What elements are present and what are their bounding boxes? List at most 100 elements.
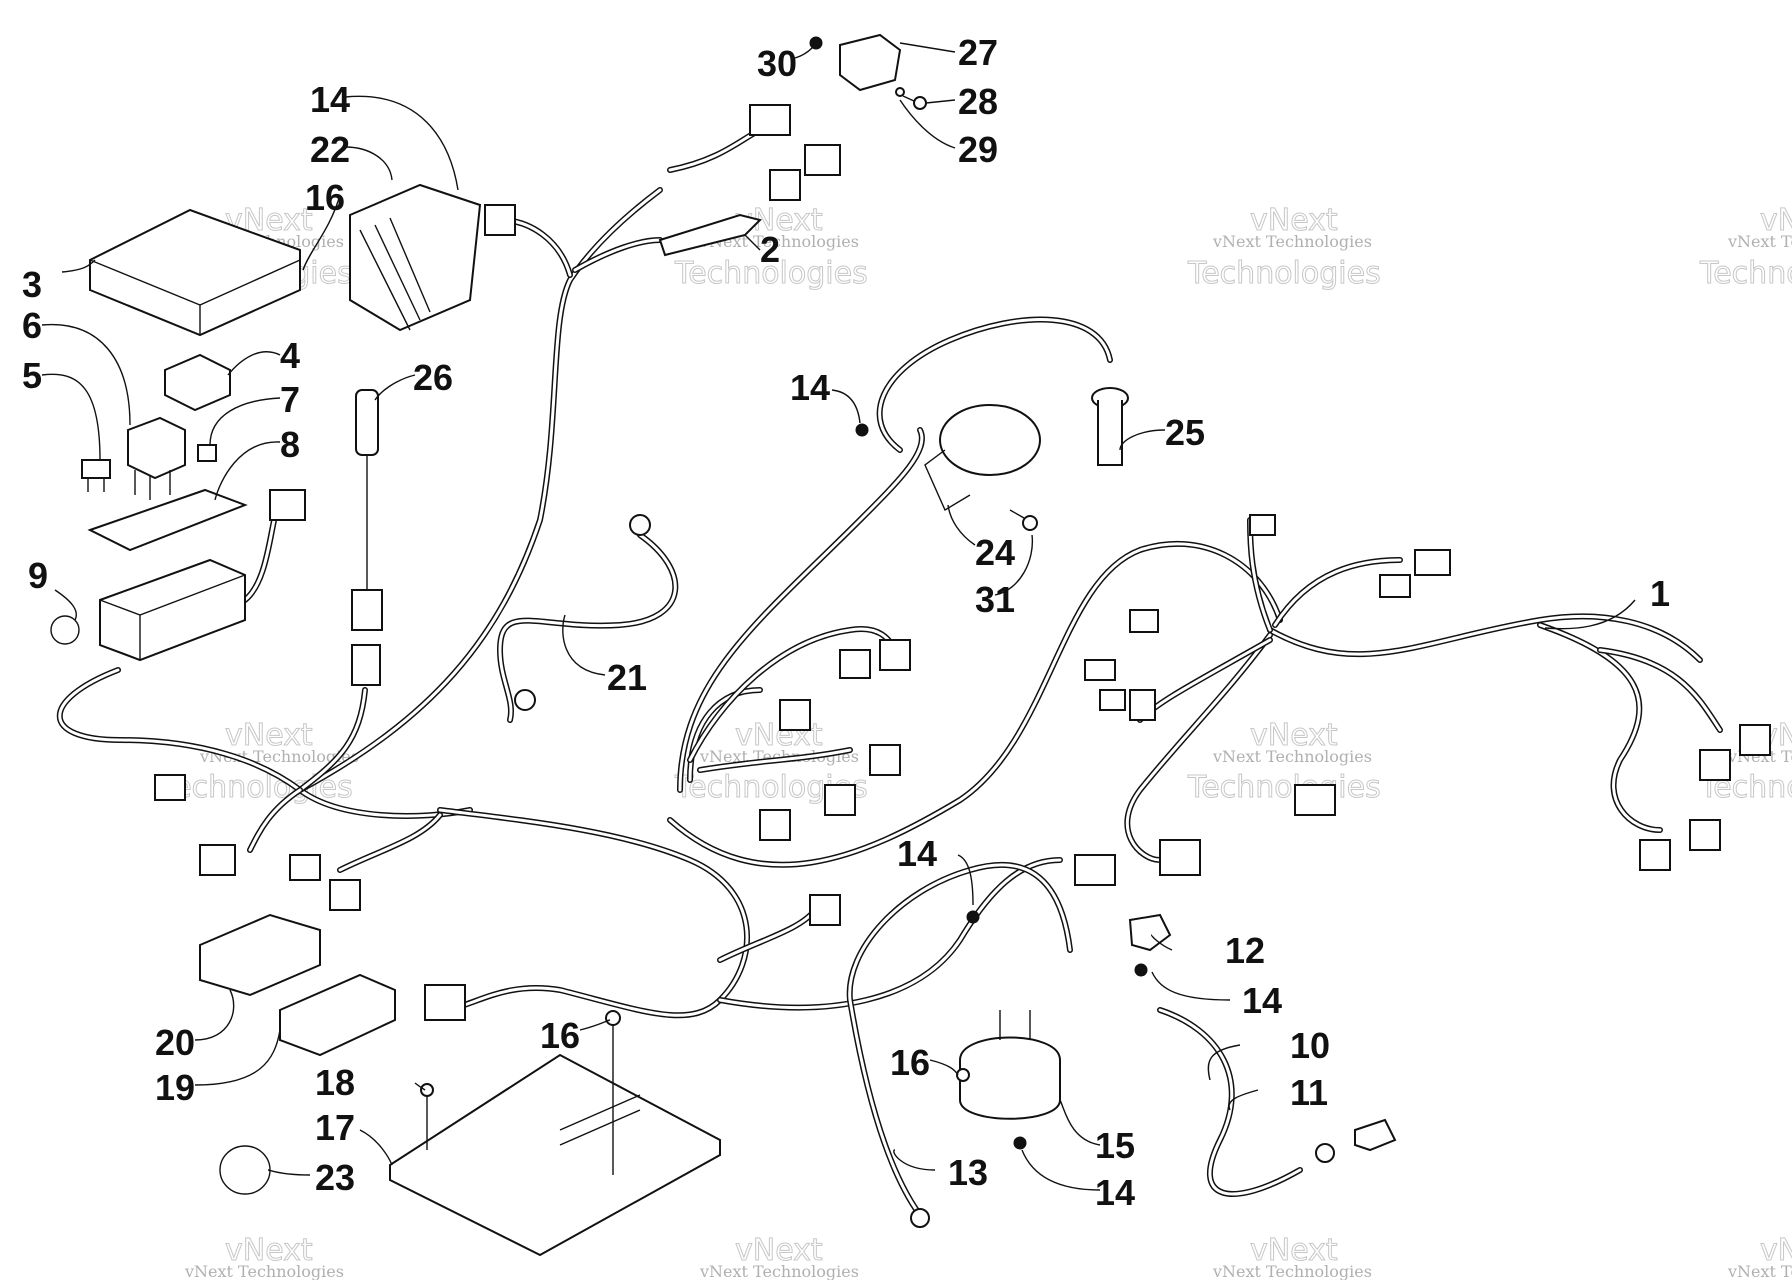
callout-labels: 1 2 3 4 5 6 7 8 9 10 11 12 13 14 14 14 1… — [22, 32, 1670, 1213]
part-14-nut-coil — [855, 423, 869, 437]
callout-28: 28 — [958, 81, 998, 122]
callout-5: 5 — [22, 355, 42, 396]
callout-18: 18 — [315, 1062, 355, 1103]
callout-25: 25 — [1165, 412, 1205, 453]
callout-6: 6 — [22, 305, 42, 346]
callout-29: 29 — [958, 129, 998, 170]
part-11-terminal-boot — [1354, 1118, 1397, 1152]
svg-text:vNext: vNext — [735, 1233, 823, 1268]
watermark-tr: vNext vNext Technologies Technologies — [1187, 203, 1382, 292]
callout-14-d: 14 — [1242, 980, 1282, 1021]
part-15-starter-solenoid — [959, 1010, 1061, 1120]
part-13-battery-cable — [846, 861, 1073, 1228]
svg-text:Technologies: Technologies — [1187, 256, 1381, 291]
part-14-nut-cable — [966, 910, 980, 924]
svg-text:Technologies: Technologies — [674, 256, 868, 291]
callout-13: 13 — [948, 1152, 988, 1193]
svg-text:vNext Technologies: vNext Technologies — [699, 1262, 859, 1280]
callout-14-a: 14 — [310, 79, 350, 120]
callout-16-c: 16 — [890, 1042, 930, 1083]
callout-3: 3 — [22, 264, 42, 305]
callout-4: 4 — [280, 335, 300, 376]
callout-1: 1 — [1650, 573, 1670, 614]
callout-14-e: 14 — [1095, 1172, 1135, 1213]
callout-11: 11 — [1290, 1072, 1328, 1113]
callout-24: 24 — [975, 532, 1015, 573]
watermark-far-br: vNext vNext Technologies — [1727, 1233, 1792, 1280]
part-10-battery-cable — [1157, 1007, 1335, 1197]
part-18-rivet — [420, 1083, 434, 1150]
svg-text:vNext Technologies: vNext Technologies — [699, 747, 859, 766]
part-7-fuse — [197, 444, 217, 462]
watermark-br: vNext vNext Technologies — [1212, 1233, 1372, 1280]
part-28-screw — [902, 95, 927, 110]
part-31-screw — [1009, 509, 1038, 531]
part-24-ignition-coil — [924, 404, 1041, 512]
part-29-washer — [895, 87, 905, 97]
part-23-clamp — [219, 1145, 271, 1195]
callout-10: 10 — [1290, 1025, 1330, 1066]
svg-text:vNext Technologies: vNext Technologies — [1212, 232, 1372, 251]
callout-14-c: 14 — [897, 833, 937, 874]
callout-22: 22 — [310, 129, 350, 170]
leader-lines — [41, 42, 1636, 1191]
part-4-relay — [164, 353, 231, 412]
callout-20: 20 — [155, 1022, 195, 1063]
callout-16-b: 16 — [540, 1015, 580, 1056]
svg-text:vNext Technologies: vNext Technologies — [1212, 1262, 1372, 1280]
part-16-screw-solenoid — [956, 1068, 970, 1082]
part-19-ecu-cover — [279, 973, 396, 1057]
callout-17: 17 — [315, 1107, 355, 1148]
part-17-mount-plate — [389, 1053, 721, 1257]
part-2-key — [658, 213, 762, 257]
part-8-fuse-decal — [87, 488, 248, 552]
part-12-terminal-boot — [1128, 913, 1172, 952]
callout-31: 31 — [975, 579, 1015, 620]
watermark-bl: vNext vNext Technologies — [184, 1233, 344, 1280]
callout-7: 7 — [280, 379, 300, 420]
callout-23: 23 — [315, 1157, 355, 1198]
svg-text:vNext: vNext — [1760, 203, 1792, 238]
watermark-bc: vNext vNext Technologies — [699, 1233, 859, 1280]
svg-text:Technologies: Technologies — [1699, 256, 1792, 291]
wiring-harness — [56, 127, 1723, 1019]
part-21-ground-wire — [497, 514, 679, 723]
part-9-clip — [50, 615, 80, 645]
svg-text:vNext: vNext — [225, 1233, 313, 1268]
watermark-group: vNext vNext Technologies Technologies vN… — [159, 203, 1792, 1280]
callout-15: 15 — [1095, 1125, 1135, 1166]
callout-14-b: 14 — [790, 367, 830, 408]
part-8-fuse-block — [99, 558, 246, 662]
svg-text:vNext: vNext — [1250, 203, 1338, 238]
svg-text:vNext: vNext — [225, 718, 313, 753]
part-5-fuse — [81, 459, 111, 492]
callout-19: 19 — [155, 1067, 195, 1108]
svg-text:vNext: vNext — [1760, 1233, 1792, 1268]
callout-9: 9 — [28, 555, 48, 596]
callout-21: 21 — [607, 657, 647, 698]
part-20-ecu — [199, 913, 321, 997]
part-6-relay — [127, 416, 186, 500]
callout-2: 2 — [760, 229, 780, 270]
part-22-voltage-regulator — [349, 183, 482, 332]
part-26-sensor — [351, 389, 383, 686]
watermark-mr: vNext vNext Technologies Technologies — [1187, 718, 1382, 806]
svg-text:vNext: vNext — [1250, 718, 1338, 753]
svg-text:vNext: vNext — [1250, 1233, 1338, 1268]
part-3-fuse-box-cover — [89, 208, 301, 337]
callout-12: 12 — [1225, 930, 1265, 971]
part-25-spark-cap — [1091, 387, 1129, 466]
watermark-far-r: vNext vNext Technologies Technologies — [1699, 203, 1792, 292]
callout-26: 26 — [413, 357, 453, 398]
callout-16-a: 16 — [305, 177, 345, 218]
svg-text:vNext Technologies: vNext Technologies — [184, 1262, 344, 1280]
callout-27: 27 — [958, 32, 998, 73]
svg-text:vNext Technologies: vNext Technologies — [1727, 1262, 1792, 1280]
watermark-ml: vNext vNext Technologies Technologies — [159, 718, 359, 806]
svg-text:vNext Technologies: vNext Technologies — [1212, 747, 1372, 766]
svg-text:Technologies: Technologies — [1187, 770, 1381, 805]
part-30-nut — [809, 36, 823, 50]
svg-text:vNext Technologies: vNext Technologies — [1727, 232, 1792, 251]
callout-30: 30 — [757, 43, 797, 84]
